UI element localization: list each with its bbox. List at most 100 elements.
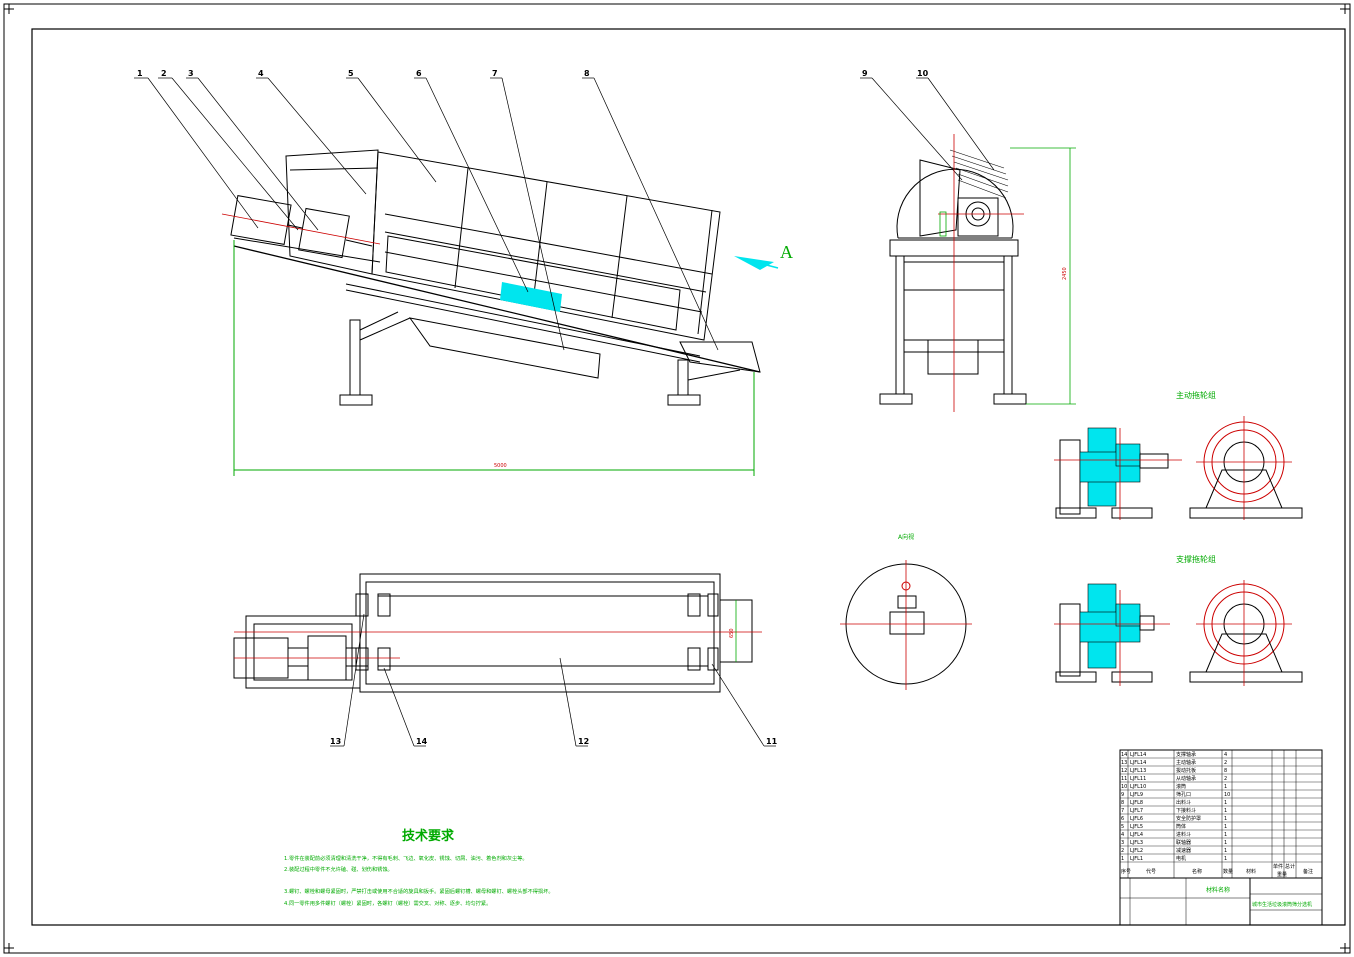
- balloon-4: 4: [258, 69, 264, 78]
- bom-cell-no: 9: [1121, 792, 1124, 798]
- bom-cell-name: 电机: [1176, 855, 1186, 862]
- guard-highlight: [500, 282, 562, 312]
- balloons-bottom: 13 14 12 11: [330, 737, 778, 746]
- bom-header-code: 代号: [1146, 868, 1156, 875]
- side-view: [221, 149, 761, 476]
- bom-header-material: 材料: [1246, 868, 1256, 875]
- material-label: 材料名称: [1206, 886, 1230, 894]
- balloon-3: 3: [188, 69, 194, 78]
- view-a-title: A向视: [898, 533, 914, 541]
- bom-cell-qty: 1: [1224, 840, 1227, 846]
- end-view-annotations: 2450: [938, 134, 1076, 412]
- bom-cell-name: 安全防护罩: [1176, 815, 1201, 822]
- bom-cell-no: 6: [1121, 816, 1124, 822]
- end-view: [879, 159, 1027, 405]
- bom-cell-no: 13: [1121, 760, 1127, 766]
- bom-cell-qty: 1: [1224, 824, 1227, 830]
- drive-wheel-group-title: 主动拖轮组: [1176, 390, 1216, 400]
- bom-cell-name: 拔动托板: [1176, 767, 1196, 774]
- bom-cell-no: 4: [1121, 832, 1124, 838]
- bom-cell-code: LJFL8: [1130, 800, 1143, 806]
- support-wheel-group-title: 支撑拖轮组: [1176, 554, 1216, 564]
- leader-lines-top: [134, 77, 995, 351]
- bom-cell-code: LJFL9: [1130, 792, 1143, 798]
- bom-cell-qty: 1: [1224, 800, 1227, 806]
- drive-wheel-group-side: [1054, 427, 1182, 520]
- bom-cell-no: 14: [1121, 752, 1127, 758]
- bom-cell-qty: 10: [1224, 792, 1230, 798]
- bottom-hopper: [408, 317, 601, 379]
- feed-hopper: [285, 149, 379, 275]
- tech-requirements: 技术要求 1.零件在装配前必须清理和清洗干净，不得有毛刺、飞边、氧化皮、锈蚀、切…: [284, 828, 554, 907]
- end-view-screen-hatch: [949, 149, 1009, 199]
- balloon-14: 14: [416, 737, 428, 746]
- support-wheel-group-side: [1054, 583, 1170, 686]
- bom-cell-name: 进料斗: [1176, 831, 1191, 838]
- bom-cell-name: 出料斗: [1176, 799, 1191, 806]
- bom-cell-qty: 2: [1224, 760, 1227, 766]
- dim-plan-width: 650: [729, 628, 735, 638]
- bom-cell-no: 5: [1121, 824, 1124, 830]
- corner-marks: [4, 4, 1350, 953]
- bom-cell-code: LJFL14: [1130, 760, 1146, 766]
- bom-cell-code: LJFL2: [1130, 848, 1143, 854]
- bom-cell-code: LJFL5: [1130, 824, 1143, 830]
- balloon-11: 11: [766, 737, 778, 746]
- bom-cell-code: LJFL6: [1130, 816, 1143, 822]
- bom-header-weight: 重量: [1277, 871, 1287, 878]
- balloon-1: 1: [137, 69, 143, 78]
- inner-frame: [31, 28, 1346, 926]
- support-wheel-group-front: [1189, 580, 1303, 686]
- leader-lines-bottom: [330, 613, 776, 747]
- motor: [230, 195, 292, 245]
- bom-cell-no: 12: [1121, 768, 1127, 774]
- plan-view: [233, 573, 762, 693]
- bom-cell-code: LJFL4: [1130, 832, 1143, 838]
- bom-header-remark: 备注: [1303, 868, 1313, 875]
- bom-cell-name: 筒体: [1176, 823, 1186, 830]
- bom-cell-code: LJFL11: [1130, 776, 1146, 782]
- bom-header-no: 序号: [1121, 868, 1131, 875]
- bom-cell-name: 联轴器: [1176, 839, 1191, 846]
- balloon-12: 12: [578, 737, 589, 746]
- bom-cell-qty: 1: [1224, 816, 1227, 822]
- balloon-5: 5: [348, 69, 354, 78]
- bom-cell-no: 11: [1121, 776, 1127, 782]
- discharge-chute: [679, 341, 761, 373]
- dim-overall-length: 5000: [494, 463, 507, 469]
- bom-cell-qty: 4: [1224, 752, 1227, 758]
- bom-cell-no: 2: [1121, 848, 1124, 854]
- balloons-top: 1 2 3 4 5 6 7 8 9 10: [137, 69, 929, 78]
- balloon-9: 9: [862, 69, 868, 78]
- outer-frame: [3, 3, 1351, 954]
- bom-cell-name: 筛孔口: [1176, 791, 1191, 798]
- bom-cell-code: LJFL1: [1130, 856, 1143, 862]
- balloon-13: 13: [330, 737, 341, 746]
- balloon-7: 7: [492, 69, 498, 78]
- bom-header-qty: 数量: [1223, 868, 1233, 875]
- bom-cell-name: 支撑轴承: [1176, 751, 1196, 758]
- dim-height: 2450: [1062, 267, 1068, 280]
- bom-cell-no: 8: [1121, 800, 1124, 806]
- bom-cell-qty: 1: [1224, 784, 1227, 790]
- tech-requirement-item: 2.装配过程中零件不允许磕、碰、划伤和锈蚀。: [284, 865, 393, 873]
- drive-wheel-group-front: [1189, 416, 1303, 520]
- balloon-6: 6: [416, 69, 422, 78]
- bom-cell-qty: 1: [1224, 856, 1227, 862]
- tech-requirement-item: 3.螺钉、螺栓和螺母紧固时，严禁打击或使用不合适的旋具和扳手。紧固后螺钉槽、螺母…: [284, 887, 554, 895]
- bom-cell-name: 减速器: [1176, 847, 1191, 854]
- bom-header-total: 总计: [1285, 863, 1295, 870]
- bom-cell-name: 滚筒: [1176, 783, 1186, 790]
- view-a-drawing: [840, 560, 972, 690]
- bom-cell-qty: 8: [1224, 768, 1227, 774]
- bom-cell-code: LJFL13: [1130, 768, 1146, 774]
- tech-requirements-title: 技术要求: [402, 828, 455, 844]
- bom-cell-code: LJFL7: [1130, 808, 1143, 814]
- bom-cell-name: 主动轴承: [1176, 759, 1196, 766]
- bom-cell-no: 7: [1121, 808, 1124, 814]
- bom-cell-qty: 1: [1224, 808, 1227, 814]
- balloon-2: 2: [161, 69, 167, 78]
- tech-requirement-item: 4.同一零件用多件螺钉（螺栓）紧固时，各螺钉（螺栓）需交叉、对称、逐步、均匀拧紧…: [284, 899, 491, 907]
